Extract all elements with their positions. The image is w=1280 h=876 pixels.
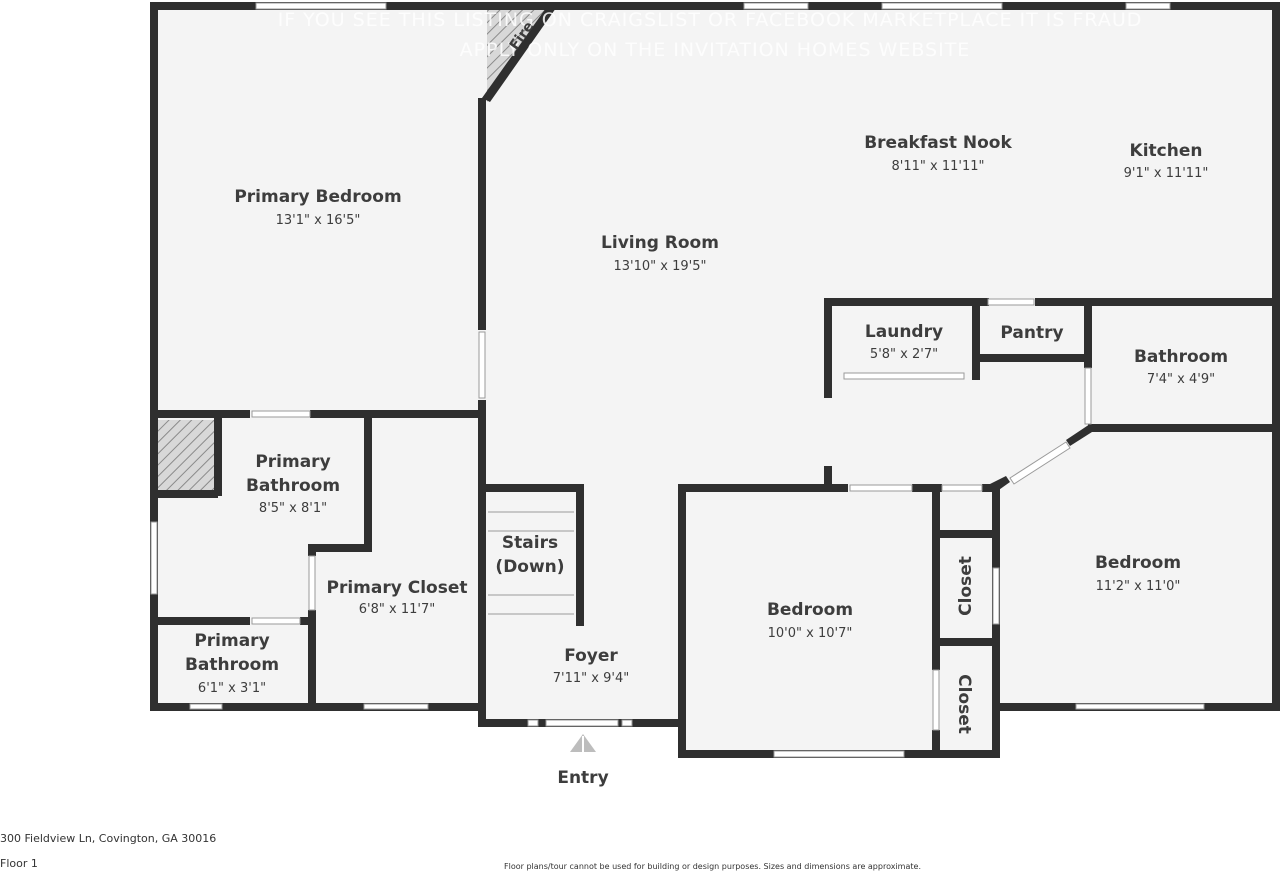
room-foyer-dims: 7'11" x 9'4" <box>553 671 629 686</box>
room-living-room-dims: 13'10" x 19'5" <box>614 259 707 274</box>
room-bathroom-dims: 7'4" x 4'9" <box>1147 372 1215 387</box>
room-closet-1-name: Closet <box>956 556 976 616</box>
shaft-hatch <box>158 420 214 492</box>
stair-treads <box>488 511 574 615</box>
room-bedroom-right-dims: 11'2" x 11'0" <box>1096 579 1181 594</box>
room-primary-closet-dims: 6'8" x 11'7" <box>359 602 435 617</box>
room-foyer-name: Foyer <box>564 646 618 666</box>
room-closet-2-name: Closet <box>954 674 974 734</box>
room-pantry-name: Pantry <box>1000 323 1063 343</box>
room-primary-closet-name: Primary Closet <box>327 578 468 598</box>
room-bedroom-center-dims: 10'0" x 10'7" <box>768 626 853 641</box>
watermark-line-2: APPLY ONLY ON THE INVITATION HOMES WEBSI… <box>460 39 971 61</box>
room-kitchen-dims: 9'1" x 11'11" <box>1124 166 1209 181</box>
room-laundry-name: Laundry <box>865 322 943 342</box>
room-primary-bedroom-dims: 13'1" x 16'5" <box>276 213 361 228</box>
entry-label: Entry <box>557 768 608 788</box>
room-primary-bedroom-name: Primary Bedroom <box>234 187 401 207</box>
room-bedroom-center-name: Bedroom <box>767 600 853 620</box>
room-laundry-dims: 5'8" x 2'7" <box>870 347 938 362</box>
floor-label: Floor 1 <box>0 857 38 870</box>
stairs-name-2: (Down) <box>495 557 564 577</box>
bath-angled-opening <box>1009 441 1071 485</box>
room-bathroom-name: Bathroom <box>1134 347 1228 367</box>
room-primary-bathroom-2-dims: 6'1" x 3'1" <box>198 681 266 696</box>
property-address: 300 Fieldview Ln, Covington, GA 30016 <box>0 832 217 845</box>
room-breakfast-nook-dims: 8'11" x 11'11" <box>892 159 985 174</box>
room-primary-bathroom-1-name-2: Bathroom <box>246 476 340 496</box>
room-kitchen-name: Kitchen <box>1130 141 1203 161</box>
room-primary-bathroom-2-name-2: Bathroom <box>185 655 279 675</box>
room-bedroom-right-name: Bedroom <box>1095 553 1181 573</box>
room-primary-bathroom-2-name-1: Primary <box>194 631 269 651</box>
room-primary-bathroom-1-dims: 8'5" x 8'1" <box>259 501 327 516</box>
room-living-room-name: Living Room <box>601 233 719 253</box>
room-primary-bathroom-1-name-1: Primary <box>255 452 330 472</box>
openings <box>150 2 1205 758</box>
floor-areas <box>151 4 1276 756</box>
watermark-line-1: IF YOU SEE THIS LISTING ON CRAIGSLIST OR… <box>278 9 1143 31</box>
disclaimer: Floor plans/tour cannot be used for buil… <box>504 862 921 871</box>
room-breakfast-nook-name: Breakfast Nook <box>864 133 1012 153</box>
stairs-name-1: Stairs <box>502 533 558 553</box>
